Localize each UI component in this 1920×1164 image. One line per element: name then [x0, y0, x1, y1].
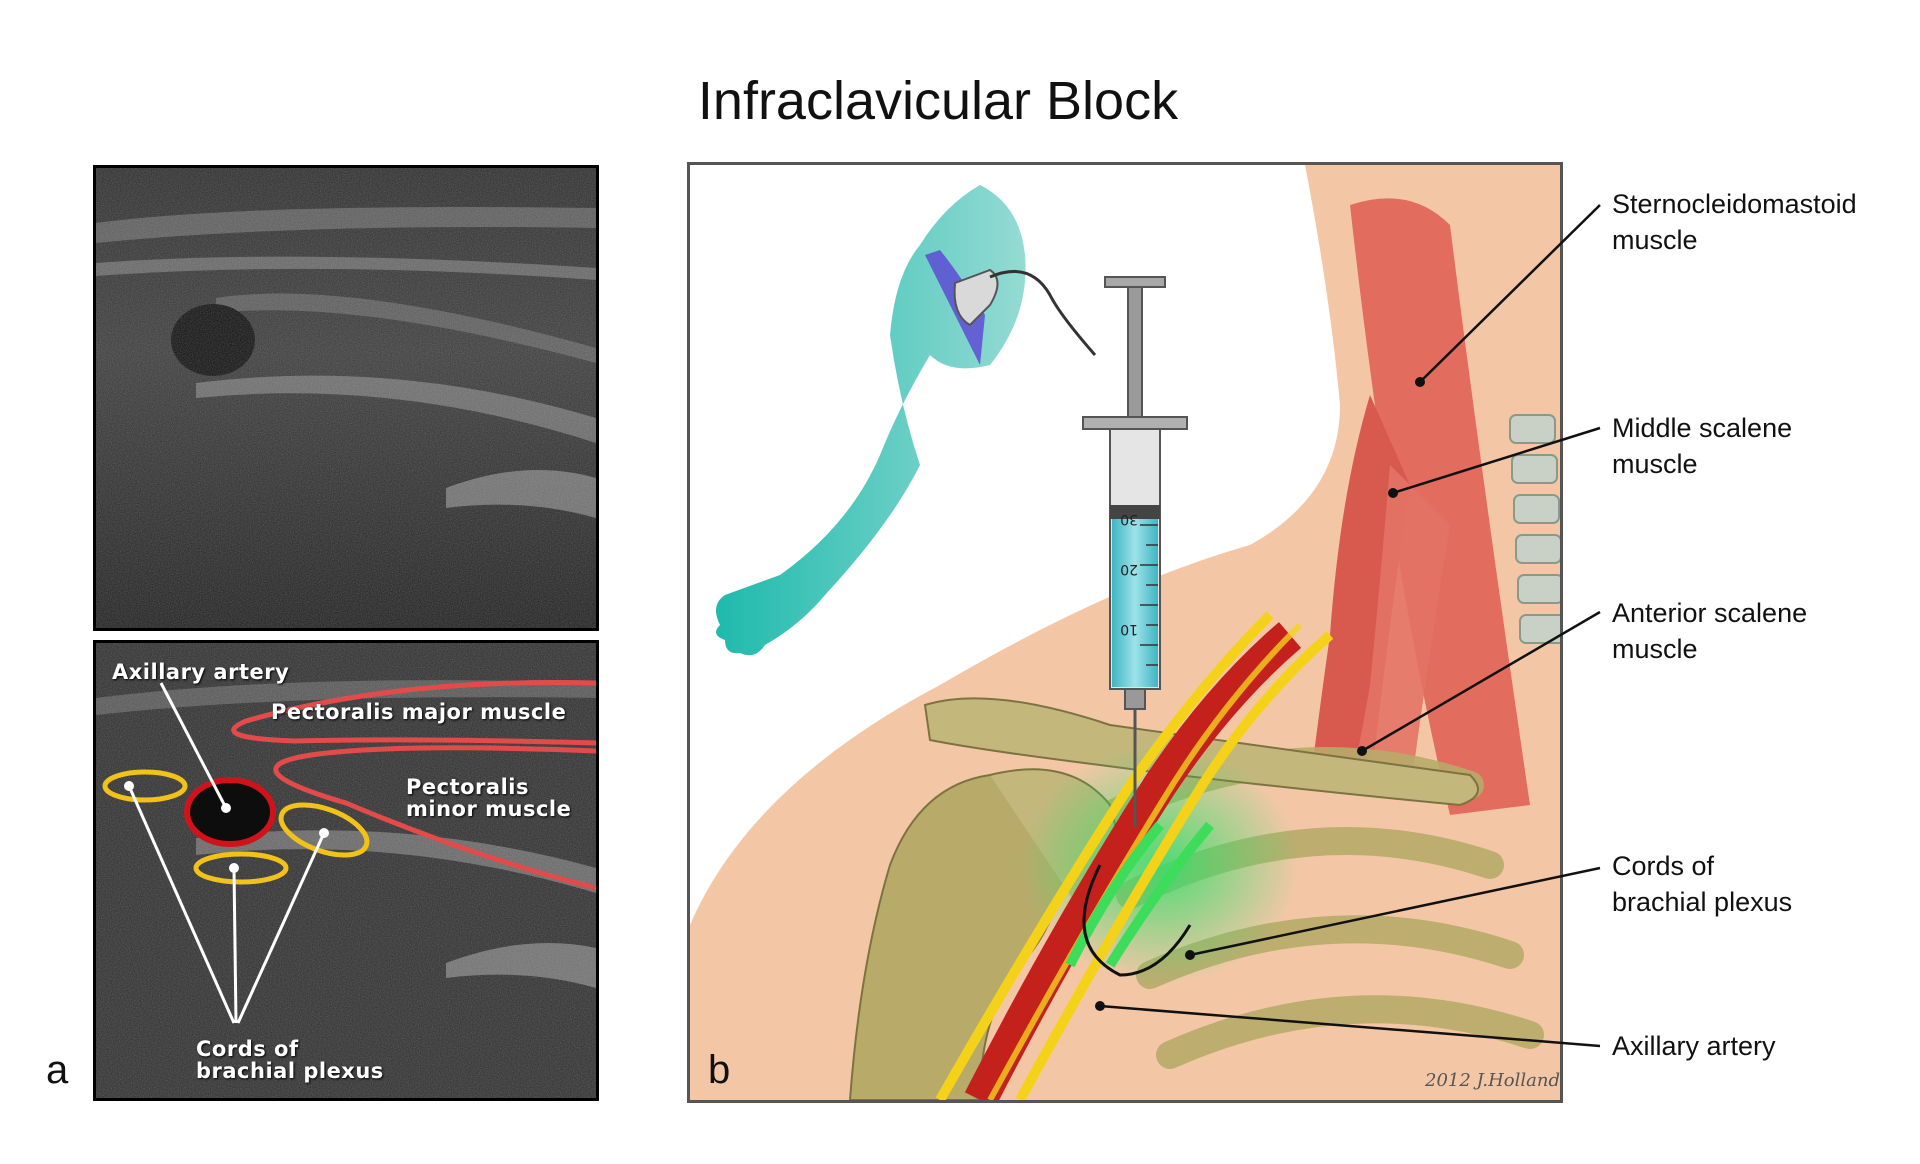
ultrasound-annotations [96, 643, 596, 1098]
syringe [1082, 276, 1188, 827]
panel-letter-b: b [708, 1048, 731, 1092]
patient-arm-silhouette [716, 185, 1026, 656]
anatomy-illustration: 30 20 10 [687, 162, 1563, 1103]
anatomy-drawing: 30 20 10 [690, 165, 1560, 1100]
leader-lines-a [127, 682, 326, 1024]
syringe-mark-10: 10 [1120, 621, 1138, 637]
artist-signature: 2012 J.Holland [1425, 1070, 1560, 1091]
pectoralis-minor-outline [273, 745, 596, 891]
ultrasound-texture [96, 168, 596, 628]
ultrasound-image-annotated: Axillary artery Pectoralis major muscle … [93, 640, 599, 1101]
ultrasound-image-plain [93, 165, 599, 631]
nerve-cord-lateral [935, 611, 1274, 1100]
axillary-artery-outline [184, 777, 276, 847]
label-cords-a: Cords of brachial plexus [196, 1037, 384, 1083]
cord-outline-lateral [102, 769, 188, 803]
label-axillary-artery-a: Axillary artery [112, 660, 290, 684]
label-pectoralis-minor: Pectoralis minor muscle [406, 775, 572, 821]
syringe-mark-30: 30 [1120, 511, 1138, 527]
label-pectoralis-major: Pectoralis major muscle [271, 700, 567, 724]
label-axillary-artery-b: Axillary artery [1612, 1031, 1776, 1061]
label-middle-scalene: Middle scalene muscle [1612, 413, 1793, 479]
label-sternocleidomastoid: Sternocleidomastoid muscle [1612, 189, 1857, 255]
figure-title: Infraclavicular Block [697, 71, 1179, 131]
syringe-mark-20: 20 [1120, 561, 1138, 577]
label-anterior-scalene: Anterior scalene muscle [1612, 598, 1808, 664]
panel-letter-a: a [46, 1048, 69, 1092]
nerve-cord-medial [1015, 631, 1334, 1100]
cord-outline-posterior [193, 851, 289, 885]
middle-scalene-muscle [1310, 395, 1410, 790]
nerve-cord-posterior [987, 622, 1303, 1100]
pectoralis-major-outline [231, 679, 596, 746]
label-cords-b: Cords of brachial plexus [1612, 851, 1793, 917]
axillary-artery-vessel [964, 622, 1302, 1100]
